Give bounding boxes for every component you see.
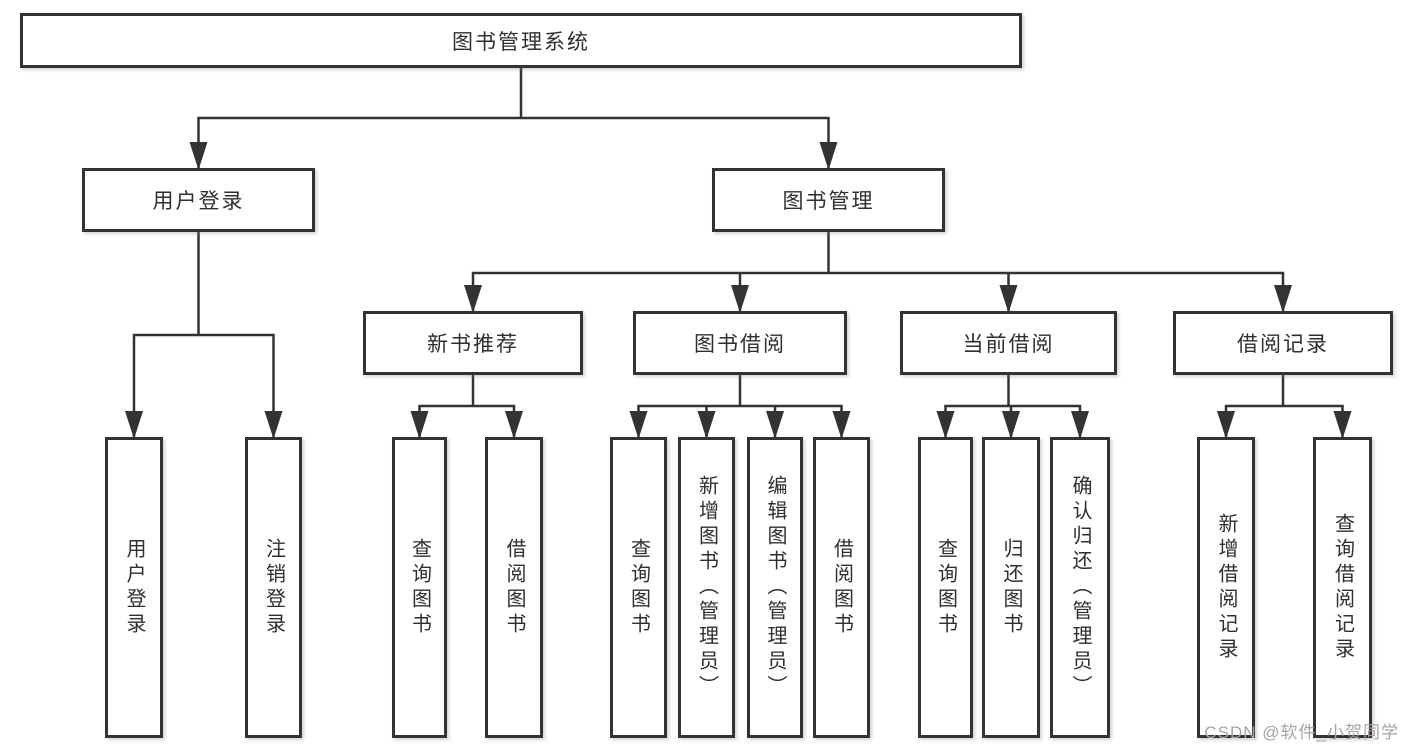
node-leaf-bw-query: 查询图书 — [610, 437, 667, 738]
node-label-borrow: 图书借阅 — [694, 333, 786, 356]
node-leaf-bw-borrow: 借阅图书 — [813, 437, 870, 738]
edge-arrowheads-newbook — [410, 411, 523, 439]
node-label-leaf-bw-query: 查询图书 — [627, 537, 650, 638]
node-leaf-bw-edit: 编辑图书（管理员） — [747, 437, 803, 738]
edge-arrowheads-current — [936, 411, 1089, 439]
edge-arrowheads-root — [189, 142, 838, 170]
node-label-root: 图书管理系统 — [452, 30, 590, 54]
node-label-records: 借阅记录 — [1237, 333, 1329, 356]
node-label-leaf-rec-query: 查询借阅记录 — [1331, 512, 1354, 663]
node-label-leaf-nb-query: 查询图书 — [408, 537, 431, 638]
edge-arrowheads-borrow — [629, 411, 851, 439]
node-label-mgmt: 图书管理 — [782, 190, 875, 213]
node-label-leaf-cur-query: 查询图书 — [934, 537, 957, 638]
node-label-current: 当前借阅 — [962, 333, 1055, 356]
node-leaf-cur-confirm: 确认归还（管理员） — [1050, 437, 1110, 738]
node-newbook: 新书推荐 — [363, 311, 583, 375]
node-leaf-cur-return: 归还图书 — [982, 437, 1040, 738]
node-label-leaf-cur-return: 归还图书 — [1000, 537, 1022, 638]
node-mgmt: 图书管理 — [712, 168, 945, 232]
edge-borrow — [637, 373, 843, 439]
node-leaf-rec-query: 查询借阅记录 — [1313, 437, 1372, 738]
edge-arrowheads-records — [1217, 411, 1352, 439]
node-label-leaf-bw-add: 新增图书（管理员） — [695, 475, 718, 700]
node-label-leaf-bw-edit: 编辑图书（管理员） — [764, 475, 786, 700]
node-label-newbook: 新书推荐 — [427, 333, 519, 356]
node-label-leaf-bw-borrow: 借阅图书 — [830, 537, 853, 638]
edge-root — [197, 66, 830, 170]
node-label-leaf-rec-add: 新增借阅记录 — [1215, 512, 1237, 663]
edge-arrowheads-mgmt — [464, 285, 1292, 313]
watermark: CSDN @软件_小贺同学 — [1204, 723, 1399, 742]
node-leaf-rec-add: 新增借阅记录 — [1197, 437, 1255, 738]
node-leaf-user-login: 用户登录 — [105, 437, 163, 738]
node-label-leaf-nb-borrow: 借阅图书 — [503, 537, 525, 638]
node-leaf-logout: 注销登录 — [245, 437, 302, 738]
edge-newbook — [418, 373, 516, 439]
node-leaf-bw-add: 新增图书（管理员） — [678, 437, 735, 738]
edge-login — [132, 230, 275, 439]
node-records: 借阅记录 — [1173, 311, 1393, 375]
node-label-login: 用户登录 — [152, 190, 245, 213]
node-label-leaf-logout: 注销登录 — [262, 537, 285, 638]
edge-records — [1224, 373, 1344, 439]
node-leaf-cur-query: 查询图书 — [918, 437, 973, 738]
node-root: 图书管理系统 — [20, 13, 1022, 68]
node-borrow: 图书借阅 — [633, 311, 847, 375]
node-label-leaf-user-login: 用户登录 — [123, 537, 145, 638]
node-leaf-nb-query: 查询图书 — [392, 437, 447, 738]
edge-mgmt — [471, 230, 1285, 313]
edge-arrowheads-login — [125, 411, 283, 439]
node-label-leaf-cur-confirm: 确认归还（管理员） — [1069, 475, 1091, 700]
node-login: 用户登录 — [82, 168, 315, 232]
node-current: 当前借阅 — [900, 311, 1117, 375]
node-leaf-nb-borrow: 借阅图书 — [485, 437, 543, 738]
